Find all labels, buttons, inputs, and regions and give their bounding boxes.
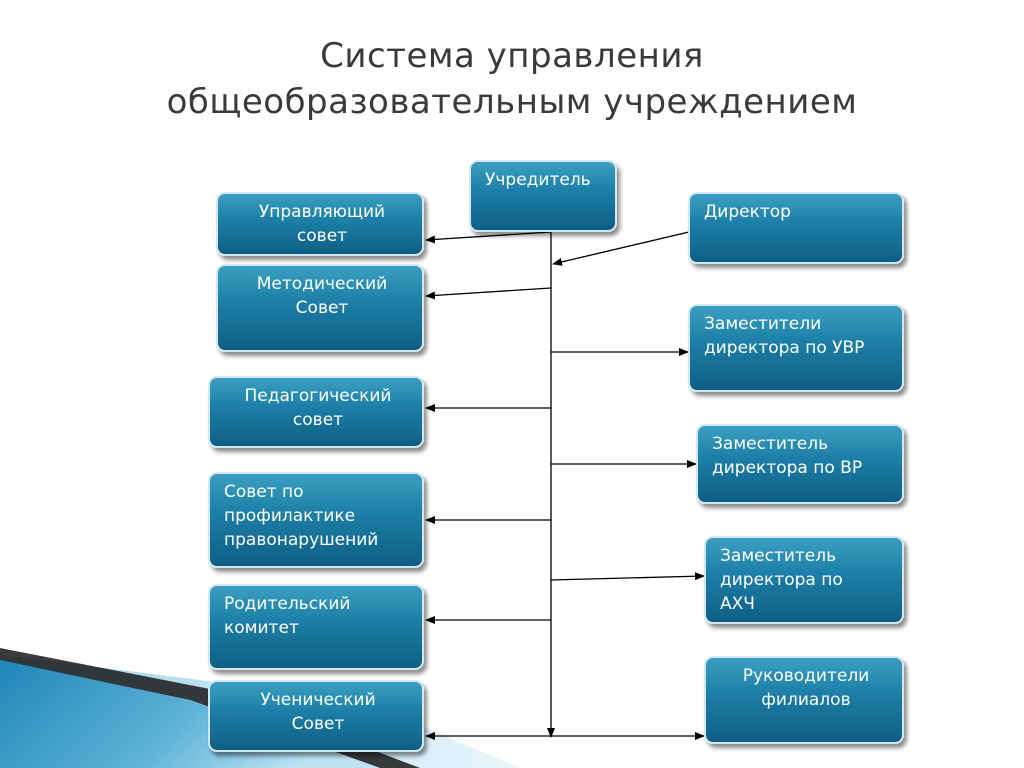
node-deputy-vr[interactable]: Заместитель директора по ВР xyxy=(696,424,904,504)
node-deputies-uvr[interactable]: Заместители директора по УВР xyxy=(688,304,904,392)
node-parents-committee[interactable]: Родительский комитет xyxy=(208,584,424,670)
arrow-to-governing-council xyxy=(425,231,552,244)
arrow-director-to-line xyxy=(552,231,690,266)
node-governing-council[interactable]: Управляющий совет xyxy=(216,192,424,256)
node-deputy-ahch[interactable]: Заместитель директора по АХЧ xyxy=(704,536,904,624)
node-branch-heads[interactable]: Руководители филиалов xyxy=(704,656,904,744)
node-methodical-council[interactable]: Методический Совет xyxy=(216,264,424,352)
page-title-line-2: общеобразовательным учреждением xyxy=(166,82,858,122)
node-student-council[interactable]: Ученический Совет xyxy=(208,680,424,752)
node-director[interactable]: Директор xyxy=(688,192,904,264)
page-title-line-1: Система управления xyxy=(320,36,704,76)
arrow-to-deputy-ahch xyxy=(550,572,705,581)
node-founder[interactable]: Учредитель xyxy=(469,160,617,232)
node-pedagogical-council[interactable]: Педагогический совет xyxy=(208,376,424,448)
node-prevention-council[interactable]: Совет по профилактике правонарушений xyxy=(208,472,424,568)
arrow-to-methodical-council xyxy=(425,287,552,300)
